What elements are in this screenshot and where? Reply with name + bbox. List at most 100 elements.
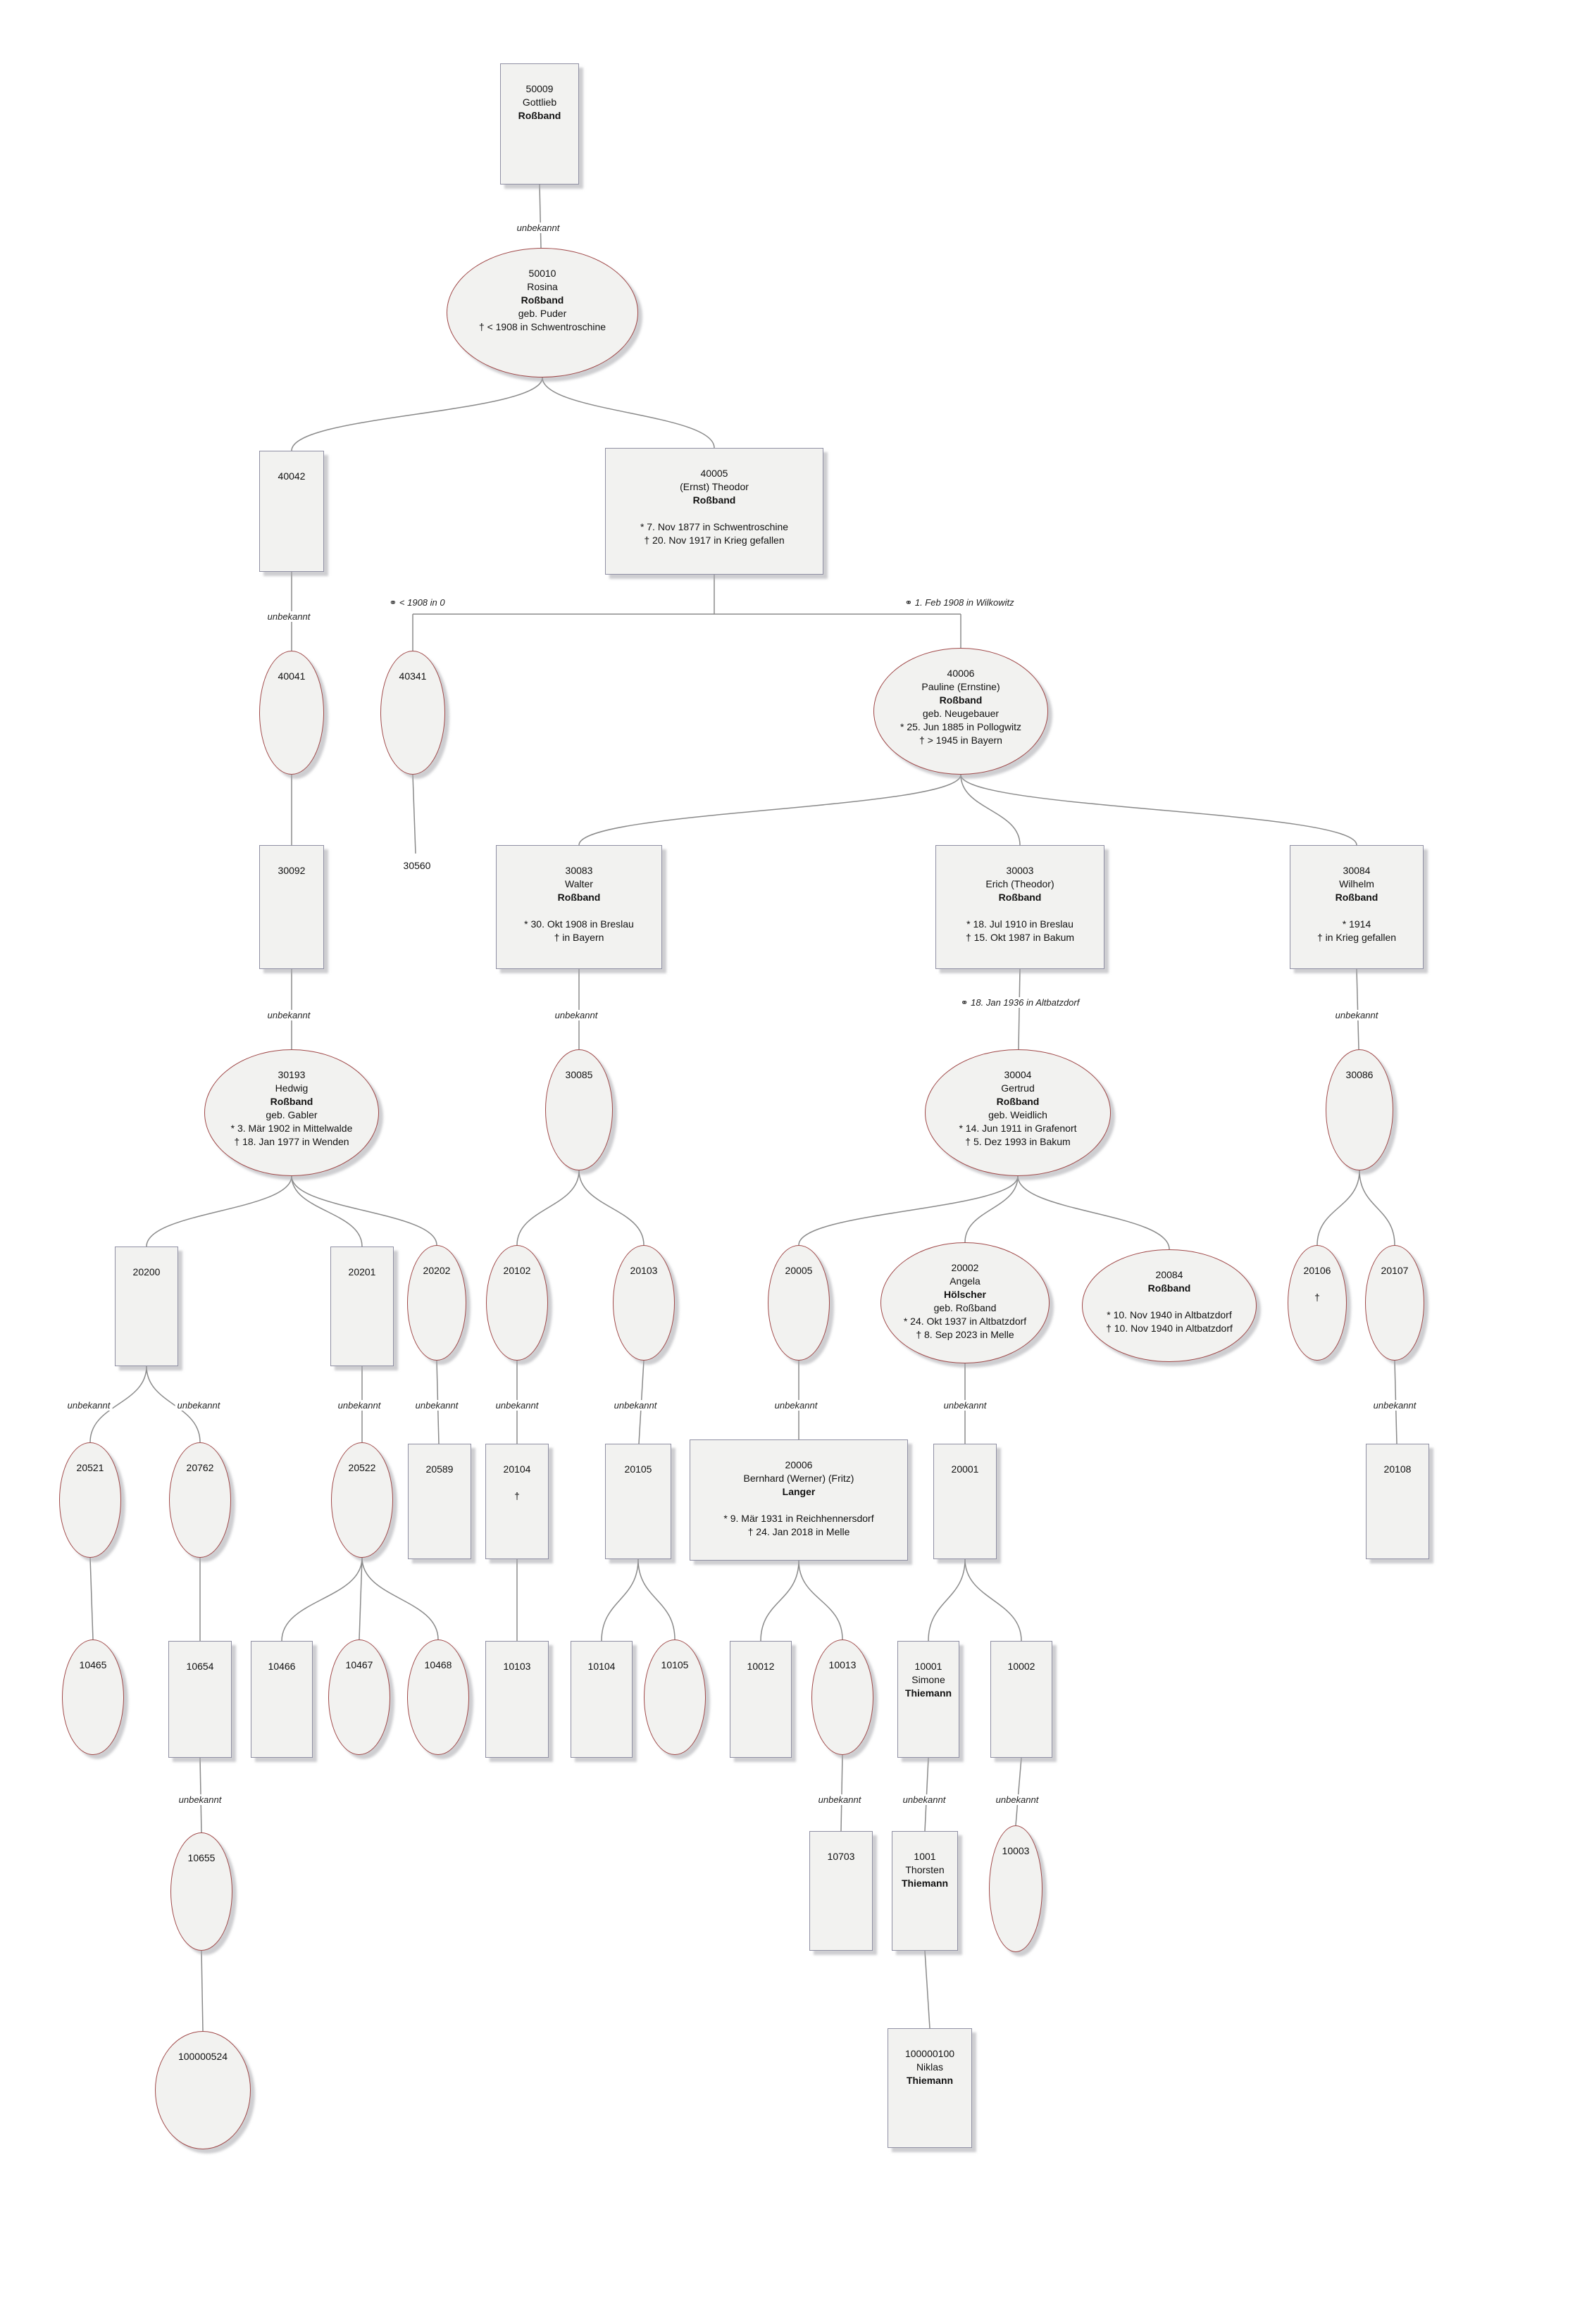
person-text-line: Erich (Theodor) bbox=[985, 878, 1054, 889]
person-node-10468[interactable]: 10468 bbox=[407, 1639, 469, 1755]
person-text-line: 10104 bbox=[587, 1661, 616, 1672]
person-node-10655[interactable]: 10655 bbox=[170, 1832, 232, 1951]
person-node-10466[interactable]: 10466 bbox=[251, 1641, 313, 1758]
person-node-10104[interactable]: 10104 bbox=[571, 1641, 633, 1758]
person-text-line: Simone bbox=[911, 1674, 945, 1685]
unknown-relation-label: unbekannt bbox=[900, 1794, 948, 1805]
person-node-10002[interactable]: 10002 bbox=[990, 1641, 1052, 1758]
person-text-line: Gertrud bbox=[1001, 1082, 1035, 1094]
person-node-10465[interactable]: 10465 bbox=[62, 1639, 124, 1755]
person-text-line: Roßband bbox=[521, 294, 564, 306]
person-node-20001[interactable]: 20001 bbox=[933, 1444, 997, 1559]
person-text-line: 20108 bbox=[1383, 1463, 1412, 1475]
person-node-40042[interactable]: 40042 bbox=[259, 451, 324, 572]
person-text-line: Gottlieb bbox=[522, 96, 557, 108]
family-connection-edge bbox=[361, 1557, 439, 1640]
person-text-line: * 7. Nov 1877 in Schwentroschine bbox=[640, 521, 789, 532]
unknown-relation-label: unbekannt bbox=[552, 1010, 600, 1020]
person-node-30086[interactable]: 30086 bbox=[1326, 1049, 1393, 1170]
person-text-line: 20103 bbox=[630, 1265, 658, 1276]
person-text-line: 30085 bbox=[565, 1069, 593, 1080]
person-node-20589[interactable]: 20589 bbox=[408, 1444, 471, 1559]
person-node-20005[interactable]: 20005 bbox=[768, 1245, 830, 1361]
person-text-line: Roßband bbox=[998, 892, 1042, 903]
person-node-10703[interactable]: 10703 bbox=[809, 1831, 873, 1951]
person-node-20103[interactable]: 20103 bbox=[613, 1245, 675, 1361]
person-text-line: Roßband bbox=[557, 892, 601, 903]
person-node-40041[interactable]: 40041 bbox=[259, 651, 324, 775]
person-text-line bbox=[1168, 1295, 1171, 1308]
person-node-20107[interactable]: 20107 bbox=[1365, 1245, 1424, 1361]
person-node-20201[interactable]: 20201 bbox=[330, 1247, 394, 1366]
person-text-line bbox=[578, 904, 580, 918]
person-node-10012[interactable]: 10012 bbox=[730, 1641, 792, 1758]
family-connection-edge bbox=[146, 1366, 201, 1443]
person-node-10654[interactable]: 10654 bbox=[168, 1641, 232, 1758]
person-text-line: Hölscher bbox=[944, 1289, 986, 1300]
person-text-line: 10002 bbox=[1007, 1661, 1035, 1672]
family-connection-edge bbox=[760, 1560, 799, 1642]
person-node-20108[interactable]: 20108 bbox=[1366, 1444, 1429, 1559]
person-text-line: † 5. Dez 1993 in Bakum bbox=[965, 1136, 1071, 1147]
person-text-line: 20006 bbox=[785, 1459, 813, 1470]
unknown-relation-label: unbekannt bbox=[65, 1400, 113, 1411]
person-text-line: 20762 bbox=[186, 1462, 214, 1473]
family-connection-edge bbox=[1356, 968, 1359, 1050]
person-node-30085[interactable]: 30085 bbox=[545, 1049, 613, 1170]
family-connection-edge bbox=[89, 1366, 147, 1443]
family-connection-edge bbox=[201, 1950, 204, 2032]
person-node-10105[interactable]: 10105 bbox=[644, 1639, 706, 1755]
person-node-10467[interactable]: 10467 bbox=[328, 1639, 390, 1755]
person-text-line: 10105 bbox=[661, 1659, 689, 1670]
person-text-line: * 1914 bbox=[1342, 918, 1371, 930]
person-node-20104[interactable]: 20104 † bbox=[485, 1444, 549, 1559]
person-node-20762[interactable]: 20762 bbox=[169, 1442, 231, 1558]
unknown-relation-label: unbekannt bbox=[1371, 1400, 1419, 1411]
person-text-line: 30092 bbox=[278, 865, 306, 876]
person-node-10013[interactable]: 10013 bbox=[811, 1639, 873, 1755]
person-text-line: 10468 bbox=[424, 1659, 452, 1670]
person-node-20102[interactable]: 20102 bbox=[486, 1245, 548, 1361]
person-node-40341[interactable]: 40341 bbox=[380, 651, 445, 775]
person-node-30092[interactable]: 30092 bbox=[259, 845, 324, 969]
person-node-10103[interactable]: 10103 bbox=[485, 1641, 549, 1758]
person-node-20105[interactable]: 20105 bbox=[605, 1444, 671, 1559]
person-node-100000524[interactable]: 100000524 bbox=[155, 2031, 251, 2149]
unknown-relation-label: unbekannt bbox=[1333, 1010, 1381, 1020]
person-text-line: † in Bayern bbox=[554, 932, 604, 943]
person-node-10003[interactable]: 10003 bbox=[989, 1825, 1042, 1952]
person-text-line: 100000100 bbox=[904, 2048, 955, 2059]
person-text-line: Angela bbox=[950, 1275, 981, 1287]
person-node-20200[interactable]: 20200 bbox=[115, 1247, 178, 1366]
family-connection-edge bbox=[1359, 1170, 1395, 1246]
family-connection-edge bbox=[1316, 1170, 1360, 1246]
person-text-line: 30003 bbox=[1006, 865, 1034, 876]
person-text-line: 20084 bbox=[1155, 1269, 1183, 1280]
person-text-line: 1001 bbox=[914, 1851, 936, 1862]
person-node-20106[interactable]: 20106 † bbox=[1288, 1245, 1347, 1361]
person-text-line: 30084 bbox=[1343, 865, 1371, 876]
person-text-line: 50010 bbox=[528, 268, 556, 279]
person-node-20202[interactable]: 20202 bbox=[407, 1245, 466, 1361]
person-text-line: geb. Weidlich bbox=[988, 1109, 1047, 1120]
person-text-line: 20104 bbox=[503, 1463, 531, 1475]
person-node-20522[interactable]: 20522 bbox=[331, 1442, 393, 1558]
person-node-20521[interactable]: 20521 bbox=[59, 1442, 121, 1558]
person-text-line bbox=[713, 507, 716, 520]
